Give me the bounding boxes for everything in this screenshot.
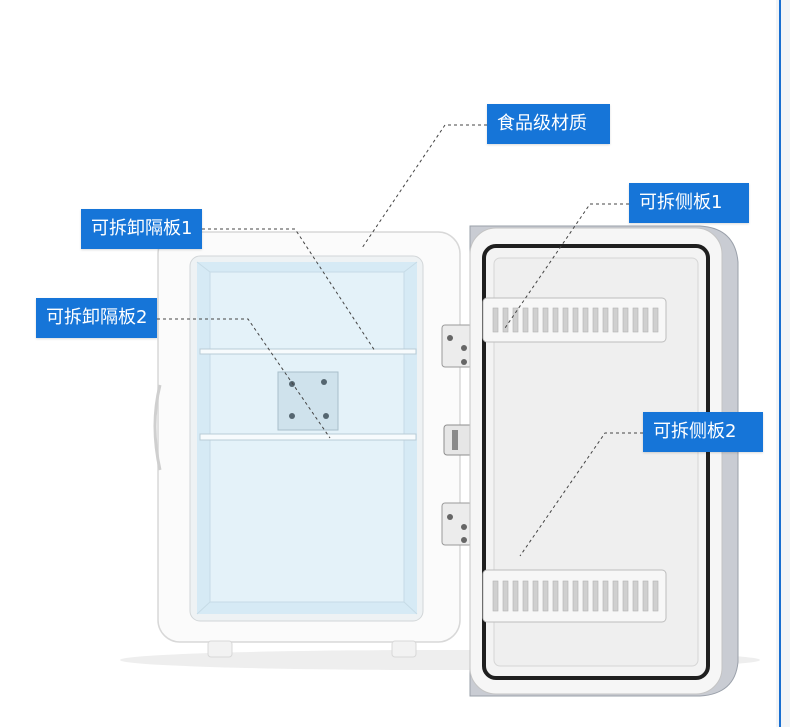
side-panel-1: [482, 297, 667, 343]
hinge-bottom: [441, 502, 473, 546]
plate-screw: [289, 381, 295, 387]
plate-screw: [321, 379, 327, 385]
page-edge-accent: [776, 0, 790, 727]
interior-corner-tr: [403, 261, 418, 273]
hinge-top: [441, 324, 473, 368]
foot-left: [207, 640, 233, 658]
interior-corner-tl: [196, 261, 211, 273]
label-removable-side-panel-2: 可拆侧板2: [643, 412, 763, 452]
leader-shelf-1: [202, 228, 376, 352]
side-panel-2: [482, 569, 667, 623]
interior-corner-bl: [196, 601, 211, 615]
leader-side-panel-2: [519, 432, 643, 557]
label-removable-side-panel-1: 可拆侧板1: [629, 183, 749, 223]
interior-corner-br: [403, 601, 418, 615]
plate-screw: [323, 413, 329, 419]
label-food-grade-material: 食品级材质: [487, 104, 610, 144]
leader-food-grade: [361, 124, 487, 249]
shelf-1: [199, 348, 417, 355]
leader-shelf-2: [157, 318, 331, 439]
door-liner: [493, 257, 699, 667]
shelf-2: [199, 433, 417, 441]
rear-cooling-plate: [277, 371, 339, 431]
plate-screw: [289, 413, 295, 419]
cabinet: [153, 231, 461, 658]
leader-side-panel-1: [504, 203, 629, 329]
label-removable-shelf-2: 可拆卸隔板2: [36, 298, 157, 338]
foot-right: [391, 640, 417, 658]
door: [469, 225, 739, 697]
cabinet-left-bulge: [153, 384, 162, 471]
label-removable-shelf-1: 可拆卸隔板1: [81, 209, 202, 249]
